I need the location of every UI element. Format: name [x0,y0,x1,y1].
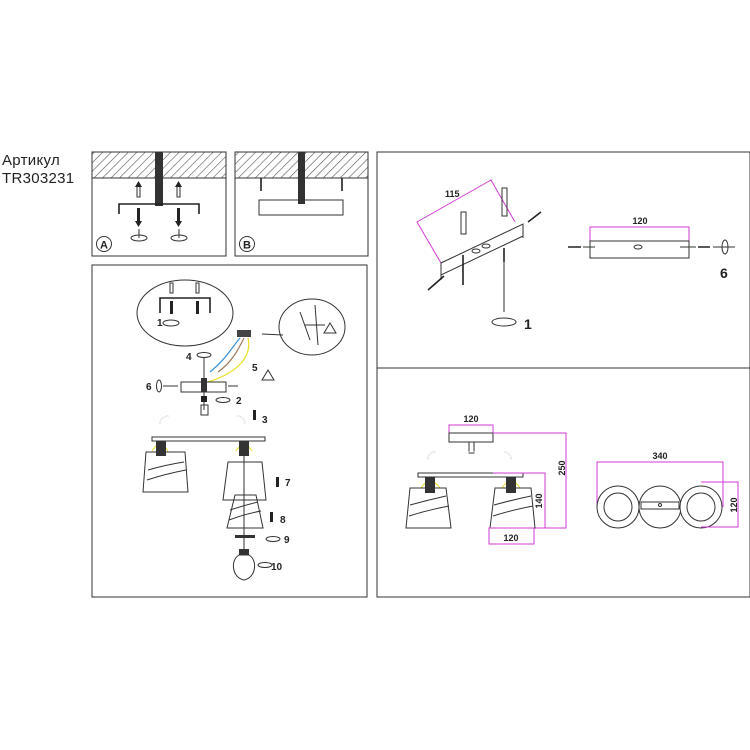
assembly-panel: 1 4 5 6 2 3 7 [91,264,368,598]
dim-120-label: 120 [632,216,647,226]
step-1-label: 1 [524,316,532,332]
step-7-label: 7 [285,478,291,489]
screw-icons [135,208,182,227]
bracket [118,203,200,214]
bracket-3d [440,223,524,276]
wiring-detail-bubble [278,298,346,356]
wires [298,152,305,204]
ring [235,535,255,538]
canopy-plate [258,199,344,216]
dim-length-label: 340 [652,451,667,461]
warning-icon [323,322,337,334]
dimension-120 [589,226,690,241]
article-number: TR303231 [2,170,75,187]
step-6-label: 6 [146,382,152,393]
article-label: Артикул [2,152,61,169]
dimension-340 [596,461,724,507]
dim-115-label: 115 [445,189,460,199]
terminal-block [237,330,251,337]
socket [156,441,166,456]
dim-depth-label: 120 [729,497,739,512]
shade-inner [226,494,264,529]
option-a-badge [96,236,112,252]
dowel [501,187,508,217]
step-6-label: 6 [720,265,728,281]
lamp-arm [159,415,246,438]
wires [155,152,163,206]
crossbar [151,436,266,442]
nut-icon [196,352,212,358]
shade-right [489,487,536,529]
wire-yellow [207,337,250,383]
dimension-depth [701,481,739,528]
mount-detail-bubble [136,279,234,347]
shade-left [142,451,189,493]
option-b-badge [239,236,255,252]
shade-outer [222,461,267,501]
option-a-label: A [100,240,108,252]
wire-blue [209,337,241,373]
canopy [448,432,494,443]
step-4-label: 4 [186,352,192,363]
step-2-label: 2 [236,396,242,407]
crossbar [417,472,524,478]
shade-left [405,487,452,529]
step-8-label: 8 [280,515,286,526]
warning-icon [261,369,275,381]
mounting-plate [589,240,690,259]
dim-canopy-label: 120 [463,414,478,424]
dowel-icons [135,181,182,198]
dim-shade-width-label: 120 [503,533,518,543]
bracket [260,178,343,191]
step-5-label: 5 [252,363,258,374]
step-9-label: 9 [284,535,290,546]
mount-option-b-panel: B [234,151,369,257]
bulb-icon [232,554,256,581]
dowel [460,211,467,235]
step-3-label: 3 [262,415,268,426]
step-1-label: 1 [157,318,163,329]
option-b-label: B [243,240,251,252]
dimensions-panel: 120 250 140 120 340 120 [376,367,750,598]
step-10-label: 10 [271,562,283,573]
dimension-shade-width [488,527,535,545]
dimension-140 [493,472,546,528]
socket [239,441,249,456]
dim-height-label: 250 [557,460,567,475]
bracket-detail-panel: 115 1 120 6 [376,151,750,369]
mount-option-a-panel: A [91,151,227,257]
dim-shade-height-label: 140 [534,493,544,508]
wire-brown [217,337,245,373]
